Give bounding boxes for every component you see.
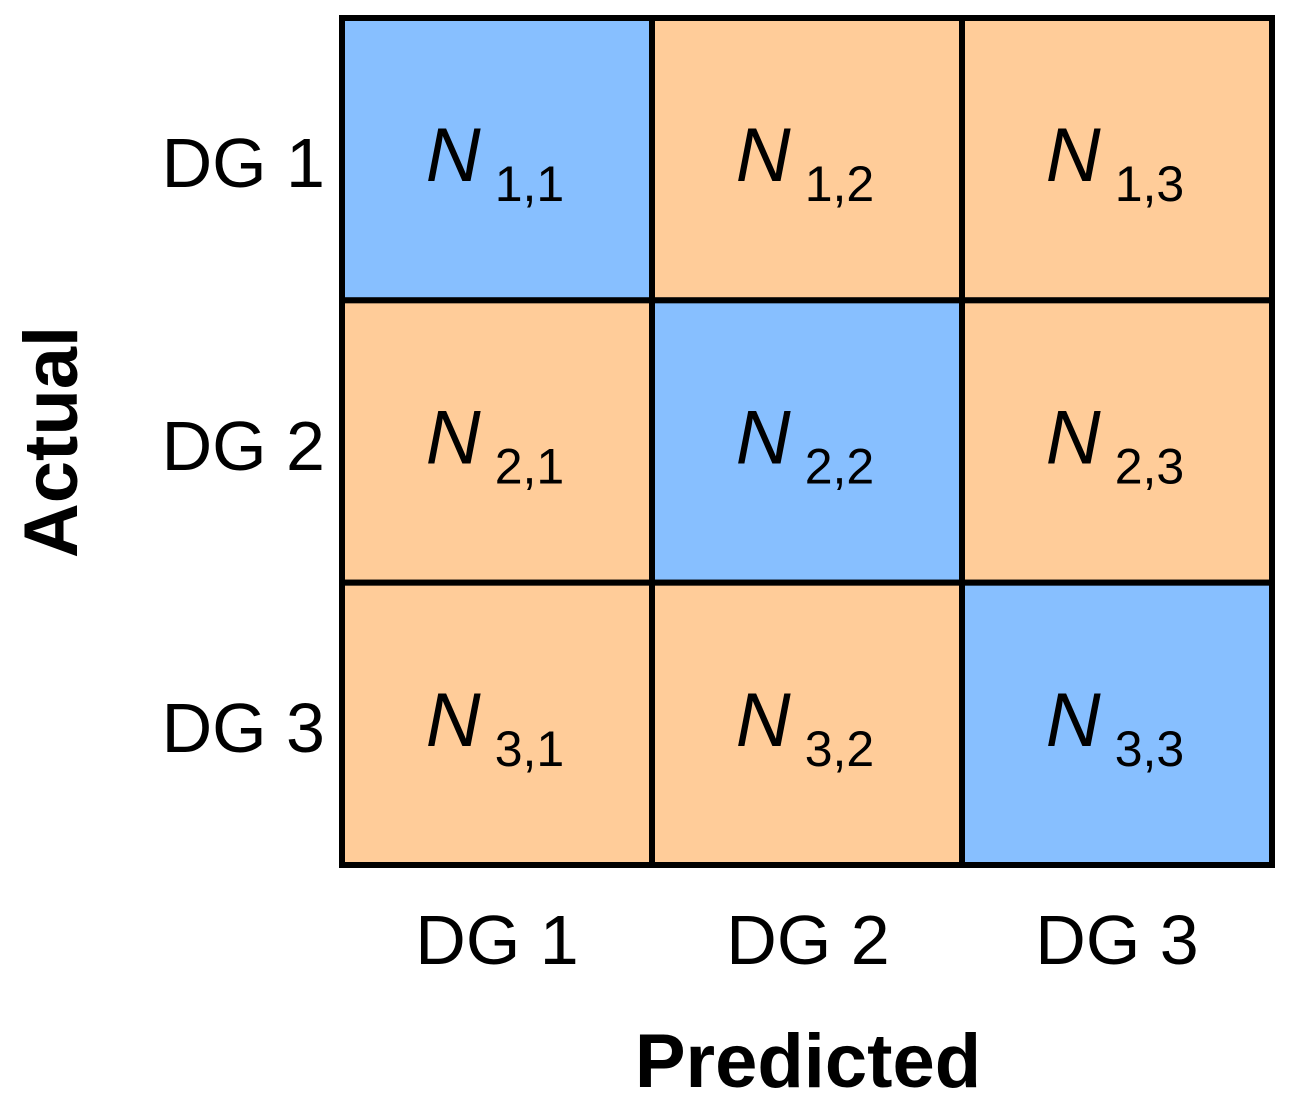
- row-label-3: DG 3: [162, 689, 325, 767]
- y-axis-title: Actual: [9, 326, 94, 558]
- cell-background: [339, 579, 655, 869]
- cell-symbol: N: [426, 396, 481, 481]
- cell-subscript: 1,2: [805, 156, 875, 212]
- cell-symbol: N: [1046, 113, 1101, 198]
- row-label-2: DG 2: [162, 407, 325, 485]
- column-labels: DG 1 DG 2 DG 3: [415, 901, 1198, 979]
- cell-symbol: N: [736, 678, 791, 763]
- cell-background: [649, 579, 965, 869]
- cell-symbol: N: [1046, 678, 1101, 763]
- cell-subscript: 1,3: [1115, 156, 1185, 212]
- column-label-3: DG 3: [1035, 901, 1198, 979]
- cell-subscript: 3,2: [805, 721, 875, 777]
- row-label-1: DG 1: [162, 124, 325, 202]
- cell-subscript: 2,2: [805, 439, 875, 495]
- cell-subscript: 3,3: [1115, 721, 1185, 777]
- cell-subscript: 3,1: [495, 721, 565, 777]
- cell-subscript: 1,1: [495, 156, 565, 212]
- cell-subscript: 2,1: [495, 439, 565, 495]
- cell-background: [339, 297, 655, 586]
- x-axis-title: Predicted: [635, 1019, 981, 1104]
- cell-symbol: N: [736, 396, 791, 481]
- cell-symbol: N: [736, 113, 791, 198]
- cell-background: [959, 579, 1275, 869]
- cell-background: [339, 15, 655, 304]
- row-labels: DG 1 DG 2 DG 3: [162, 124, 325, 767]
- cell-subscript: 2,3: [1115, 439, 1185, 495]
- column-label-2: DG 2: [726, 901, 889, 979]
- cell-symbol: N: [426, 113, 481, 198]
- cell-background: [959, 297, 1275, 586]
- cell-symbol: N: [426, 678, 481, 763]
- cell-symbol: N: [1046, 396, 1101, 481]
- column-label-1: DG 1: [415, 901, 578, 979]
